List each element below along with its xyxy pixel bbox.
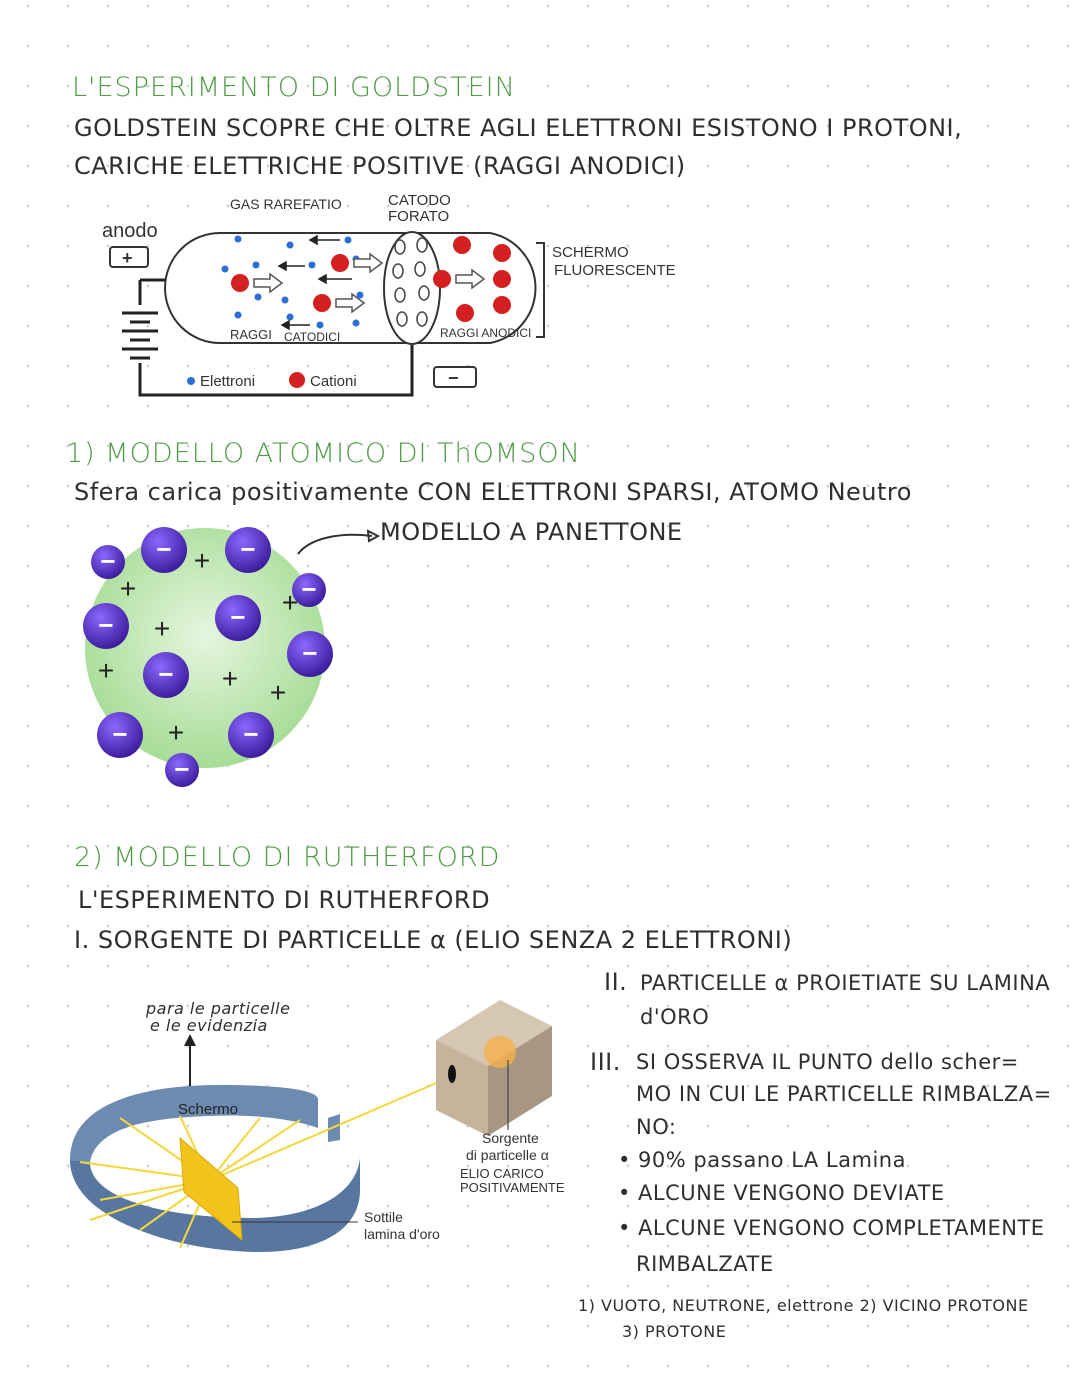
goldstein-title: L'ESPERIMENTO DI GOLDSTEIN <box>72 72 516 103</box>
svg-text:−: − <box>156 534 171 564</box>
electrons <box>83 527 333 787</box>
anode-plus-sign: + <box>122 248 133 268</box>
raggi-catodici-label-1: RAGGI <box>230 327 272 342</box>
lamina-label-1: Sottile <box>364 1209 403 1225</box>
goldstein-text-line1: GOLDSTEIN SCOPRE CHE OLTRE AGLI ELETTRON… <box>74 114 963 142</box>
cation-balls-right <box>433 236 511 322</box>
gold-foil <box>179 1136 243 1242</box>
cathode-minus-box <box>433 366 477 388</box>
plus-signs: + + + + + + + + <box>98 545 298 748</box>
step3-line2: MO IN CUI LE PARTICELLE RIMBALZA= <box>636 1082 1052 1106</box>
battery-icon <box>122 311 158 360</box>
source-box-front <box>436 1040 488 1136</box>
bullet-deviate: • ALCUNE VENGONO DEVIATE <box>618 1181 945 1205</box>
anode-plus-box <box>109 246 149 268</box>
catodo-label-2: FORATO <box>388 208 449 225</box>
legend-cations-label: Cationi <box>310 373 357 390</box>
answers-line1: 1) VUOTO, NEUTRONE, elettrone 2) VICINO … <box>578 1296 1029 1315</box>
perforated-cathode <box>383 231 441 345</box>
svg-text:−: − <box>301 574 316 604</box>
electron-arrows <box>277 234 352 331</box>
svg-text:+: + <box>168 717 184 748</box>
goldstein-tube-diagram: anodo + − GAS RAREFATIO CATODO FORATO SC… <box>102 192 676 397</box>
legend-cation-dot <box>289 372 305 388</box>
gas-label: GAS RAREFATIO <box>230 196 342 212</box>
rutherford-apparatus-diagram: Schermo Sorgente di particelle α ELIO CA… <box>70 1000 565 1252</box>
catodo-label-1: CATODO <box>388 192 451 209</box>
source-box-top <box>436 1000 552 1066</box>
svg-text:+: + <box>282 587 298 618</box>
schermo-label: Schermo <box>178 1101 238 1118</box>
sorgente-label-2: di particelle α <box>466 1147 549 1163</box>
step3-number: III. <box>590 1048 621 1076</box>
schermo-label-1: SCHERMO <box>552 244 629 261</box>
elio-label-1: ELIO CARICO <box>460 1166 544 1181</box>
bullet-rimbalzate-1: • ALCUNE VENGONO COMPLETAMENTE <box>618 1216 1045 1240</box>
panettone-arrow-icon <box>297 529 381 555</box>
svg-text:+: + <box>154 613 170 644</box>
elio-label-2: POSITIVAMENTE <box>460 1180 565 1195</box>
thomson-description: Sfera carica positivamente CON ELETTRONI… <box>74 478 912 506</box>
svg-text:−: − <box>243 719 258 749</box>
fluorescent-screen-back <box>70 1085 319 1162</box>
svg-text:−: − <box>174 754 189 784</box>
svg-text:−: − <box>112 719 127 749</box>
bullet-rimbalzate-2: RIMBALZATE <box>636 1252 774 1276</box>
svg-text:+: + <box>222 663 238 694</box>
step2-line2: d'ORO <box>640 1005 710 1029</box>
source-glow <box>484 1036 516 1068</box>
sorgente-label-1: Sorgente <box>482 1130 539 1146</box>
screen-bracket <box>536 242 545 338</box>
positive-sphere <box>85 528 325 768</box>
cation-balls-left <box>231 254 349 312</box>
glass-tube <box>164 232 537 344</box>
svg-text:+: + <box>270 677 286 708</box>
thomson-atom-diagram: − − − − − − − − − − − + + + + + + + + <box>83 527 333 787</box>
legend-electrons-label: Elettroni <box>200 373 255 390</box>
svg-text:−: − <box>240 534 255 564</box>
rutherford-title: 2) MODELLO DI RUTHERFORD <box>74 842 501 873</box>
screen-note-1: para le particelle <box>146 999 291 1018</box>
cation-arrows <box>253 252 486 314</box>
note-arrowhead <box>184 1034 196 1046</box>
raggi-anodici-label: RAGGI ANODICI <box>440 326 531 340</box>
svg-text:−: − <box>98 610 113 640</box>
svg-text:+: + <box>194 545 210 576</box>
svg-text:−: − <box>302 638 317 668</box>
screen-note-2: e le evidenzia <box>150 1016 268 1035</box>
panettone-label: MODELLO A PANETTONE <box>380 518 683 546</box>
step3-line1: SI OSSERVA IL PUNTO dello scher= <box>636 1050 1019 1074</box>
schermo-label-2: FLUORESCENTE <box>554 262 676 279</box>
thomson-title: 1) MODELLO ATOMICO DI ThOMSON <box>66 438 581 469</box>
raggi-catodici-label-2: CATODICI <box>284 330 340 344</box>
anodo-label: anodo <box>102 220 158 242</box>
goldstein-text-line2: CARICHE ELETTRICHE POSITIVE (RAGGI ANODI… <box>74 152 686 180</box>
bullet-90-percent: • 90% passano LA Lamina <box>618 1148 906 1172</box>
wire-cathode <box>138 345 414 397</box>
cathode-minus-sign: − <box>448 368 459 388</box>
electron-dots <box>221 235 364 329</box>
svg-text:+: + <box>120 573 136 604</box>
svg-text:+: + <box>98 655 114 686</box>
rutherford-subtitle: L'ESPERIMENTO DI RUTHERFORD <box>78 886 491 914</box>
lamina-label-2: lamina d'oro <box>364 1226 440 1242</box>
step2-line1: PARTICELLE α PROIETIATE SU LAMINA <box>640 971 1051 995</box>
minus-signs: − − − − − − − − − − − <box>98 534 317 784</box>
source-hole <box>448 1065 456 1083</box>
source-box-side <box>488 1026 552 1136</box>
svg-text:−: − <box>230 602 245 632</box>
legend-electron-dot <box>187 377 195 385</box>
svg-text:−: − <box>158 659 173 689</box>
answers-line2: 3) PROTONE <box>622 1322 727 1341</box>
step3-line3: NO: <box>636 1115 677 1139</box>
cathode-holes <box>392 237 430 327</box>
rutherford-step1: I. SORGENTE DI PARTICELLE α (ELIO SENZA … <box>74 926 793 954</box>
step2-number: II. <box>604 968 628 996</box>
svg-text:−: − <box>100 546 115 576</box>
